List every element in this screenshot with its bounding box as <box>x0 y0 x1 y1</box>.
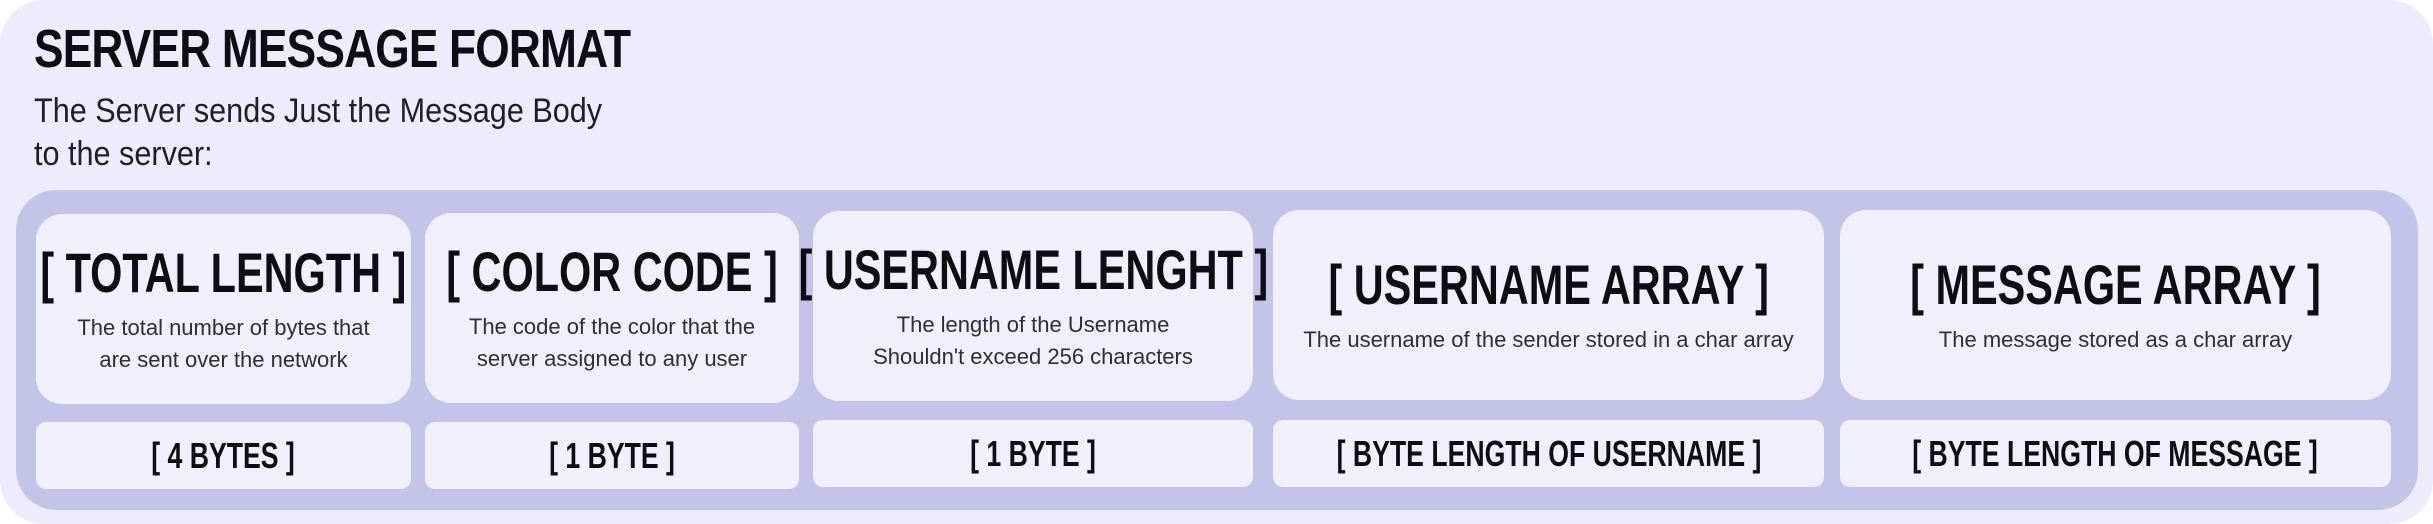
field-description-line: are sent over the network <box>99 347 348 372</box>
page-subtitle: The Server sends Just the Message Body t… <box>34 90 610 176</box>
field-size: [ 1 BYTE ] <box>549 434 675 476</box>
field-total-length: [ TOTAL LENGTH ] The total number of byt… <box>36 214 411 489</box>
field-description-line: The code of the color that the <box>468 314 756 339</box>
field-size-box: [ 1 BYTE ] <box>425 422 799 489</box>
field-header-box: [ COLOR CODE ] The code of the color tha… <box>425 213 799 403</box>
field-size-box: [ BYTE LENGTH OF MESSAGE ] <box>1840 420 2391 487</box>
field-size: [ 4 BYTES ] <box>151 434 296 476</box>
field-name: [ USERNAME ARRAY ] <box>1328 253 1769 316</box>
field-size: [ BYTE LENGTH OF MESSAGE ] <box>1912 432 2319 474</box>
subtitle-line: The Server sends Just the Message Body <box>34 92 603 130</box>
field-name: [ TOTAL LENGTH ] <box>40 241 407 304</box>
field-description: The code of the color that the server as… <box>469 311 755 375</box>
field-description: The message stored as a char array <box>1939 324 2292 356</box>
field-size: [ 1 BYTE ] <box>970 432 1096 474</box>
field-description: The total number of bytes that are sent … <box>77 312 369 376</box>
field-size-box: [ 1 BYTE ] <box>813 420 1253 487</box>
field-header-box: [ TOTAL LENGTH ] The total number of byt… <box>36 214 411 404</box>
field-size-box: [ BYTE LENGTH OF USERNAME ] <box>1273 420 1824 487</box>
field-size: [ BYTE LENGTH OF USERNAME ] <box>1336 432 1761 474</box>
field-description-line: The username of the sender stored in a c… <box>1303 327 1794 352</box>
field-header-box: [ MESSAGE ARRAY ] The message stored as … <box>1840 210 2391 400</box>
field-name: [ USERNAME LENGHT ] <box>798 238 1268 301</box>
field-header-box: [ USERNAME LENGHT ] The length of the Us… <box>798 211 1268 401</box>
field-description-line: Shouldn't exceed 256 characters <box>873 344 1193 369</box>
field-description-line: server assigned to any user <box>476 346 748 371</box>
field-header-box: [ USERNAME ARRAY ] The username of the s… <box>1273 210 1824 400</box>
field-name: [ COLOR CODE ] <box>446 240 778 303</box>
field-description: The username of the sender stored in a c… <box>1303 324 1793 356</box>
subtitle-line: to the server: <box>34 135 213 173</box>
page-title: SERVER MESSAGE FORMAT <box>34 19 631 79</box>
field-description-line: The total number of bytes that <box>77 315 370 340</box>
field-username-length: [ USERNAME LENGHT ] The length of the Us… <box>798 211 1268 487</box>
field-username-array: [ USERNAME ARRAY ] The username of the s… <box>1273 210 1824 487</box>
field-size-box: [ 4 BYTES ] <box>36 422 411 489</box>
field-name: [ MESSAGE ARRAY ] <box>1910 253 2321 316</box>
field-message-array: [ MESSAGE ARRAY ] The message stored as … <box>1840 210 2391 487</box>
field-description-line: The message stored as a char array <box>1938 327 2293 352</box>
field-color-code: [ COLOR CODE ] The code of the color tha… <box>425 213 799 489</box>
field-description: The length of the Username Shouldn't exc… <box>873 309 1193 373</box>
field-description-line: The length of the Username <box>896 312 1170 337</box>
